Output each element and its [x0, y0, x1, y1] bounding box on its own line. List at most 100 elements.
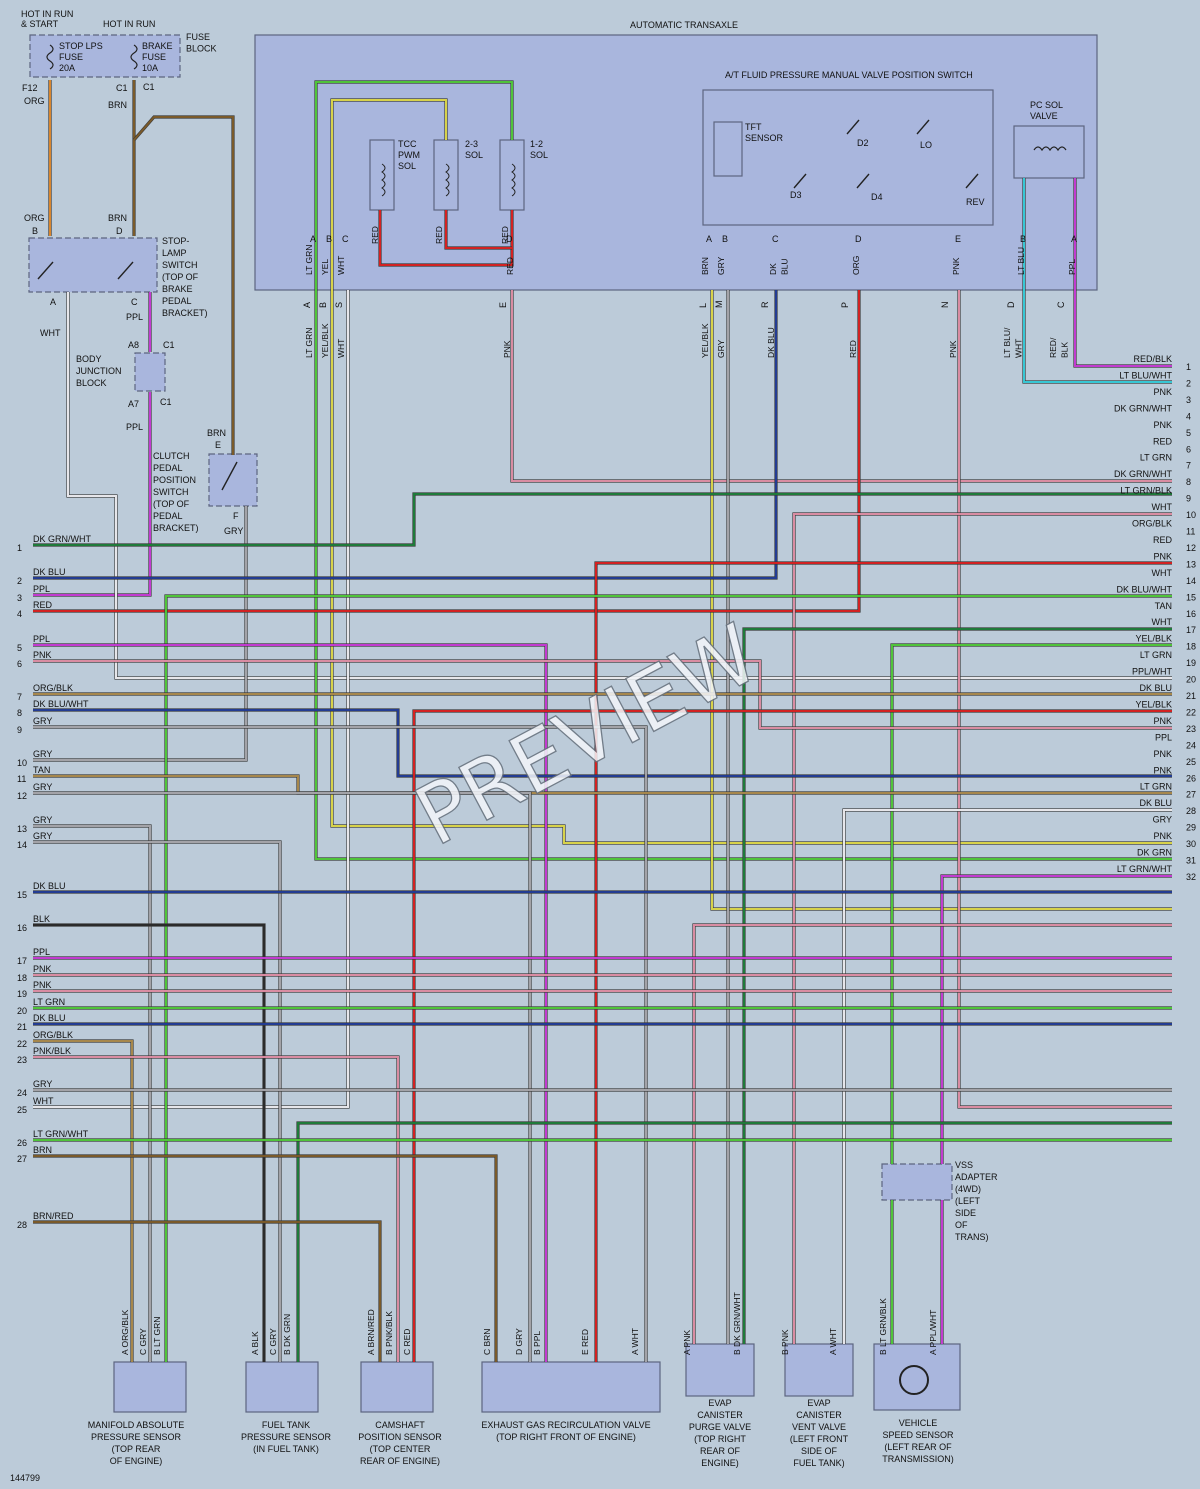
bottom-pin-label: E RED — [580, 1329, 590, 1355]
bottom-pin-label: B LT GRN — [152, 1317, 162, 1355]
transaxle-output-wire-label: PNK — [502, 340, 512, 358]
lo-label: LO — [920, 140, 932, 150]
right-row-wire-label: DK GRN/WHT — [1114, 469, 1172, 479]
bottom-pin-label: A PNK — [682, 1330, 692, 1355]
wire-brn-clutch — [133, 116, 234, 455]
stop-lamp-switch-box — [28, 237, 158, 293]
right-row-wire-label: DK BLU/WHT — [1116, 584, 1172, 594]
left-row-wire-label: ORG/BLK — [33, 683, 73, 693]
right-row-wire-label: PNK — [1153, 749, 1172, 759]
connector-pin-label: B — [318, 302, 328, 308]
right-row-number: 29 — [1186, 823, 1196, 833]
pin-label: E — [215, 440, 221, 450]
left-row-wire-label: DK BLU — [33, 1013, 66, 1023]
bottom-pin-label: D GRY — [514, 1328, 524, 1355]
wire-dkblu-row2-outline — [33, 290, 778, 580]
left-row-number: 10 — [17, 758, 27, 768]
bottom-pin-label: B PNK — [780, 1329, 790, 1355]
left-row-number: 13 — [17, 824, 27, 834]
wire-ltgrn-r7 — [165, 595, 1172, 1362]
c1-connector-label: C1 — [143, 82, 155, 92]
wire-ltgrn-row19 — [315, 290, 1172, 860]
c1-label: C1 — [160, 397, 172, 407]
d4-label: D4 — [871, 192, 883, 202]
connector-pin-label: C — [342, 234, 349, 244]
right-row-wire-label: GRY — [1153, 815, 1172, 825]
left-row-number: 22 — [17, 1039, 27, 1049]
ppl-label: PPL — [126, 312, 143, 322]
switch-contact — [846, 119, 860, 135]
bottom-pin-label: A PPL/WHT — [928, 1310, 938, 1355]
right-row-wire-label: PNK — [1153, 420, 1172, 430]
left-row-wire-label: PNK — [33, 650, 52, 660]
pc-sol-valve-box — [1013, 125, 1085, 179]
wire-ltgrnblk-r9-outline — [890, 643, 1172, 1164]
left-row-wire-label: WHT — [33, 1096, 54, 1106]
right-row-number: 3 — [1186, 395, 1191, 405]
right-row-wire-label: YEL/BLK — [1135, 699, 1172, 709]
left-row-wire-label: GRY — [33, 815, 52, 825]
right-row-number: 14 — [1186, 576, 1196, 586]
wire-red-r6 — [595, 562, 1172, 1362]
wire-brnred-row28 — [33, 1221, 381, 1362]
right-row-number: 19 — [1186, 658, 1196, 668]
left-row-number: 24 — [17, 1088, 27, 1098]
wire-gry-row12 — [33, 792, 531, 1362]
left-row-number: 6 — [17, 659, 22, 669]
left-row-wire-label: BLK — [33, 914, 50, 924]
left-row-wire-label: PPL — [33, 634, 50, 644]
transaxle-output-wire-label: LT GRN — [304, 328, 314, 358]
coil-symbol — [445, 163, 450, 197]
pin-label: D — [116, 226, 123, 236]
wire-red-23 — [445, 210, 512, 249]
wire-red-r12 — [413, 710, 1172, 1362]
right-row-number: 25 — [1186, 757, 1196, 767]
fuse-symbol — [130, 44, 138, 70]
left-row-number: 9 — [17, 725, 22, 735]
wire-brn-row27 — [33, 1155, 497, 1362]
left-row-number: 26 — [17, 1138, 27, 1148]
c1-label: C1 — [116, 83, 128, 93]
transaxle-wire-label: RED — [505, 257, 515, 275]
right-row-wire-label: ORG/BLK — [1132, 519, 1172, 529]
right-row-number: 2 — [1186, 378, 1191, 388]
transaxle-output-wire-label: YEL/BLK — [700, 323, 710, 358]
right-row-number: 11 — [1186, 527, 1195, 537]
left-row-wire-label: DK BLU — [33, 881, 66, 891]
right-row-wire-label: WHT — [1152, 568, 1173, 578]
switch-contact — [916, 119, 930, 135]
wire-pnk-r23 — [693, 924, 1172, 1344]
wire-wht-r17 — [843, 809, 1172, 1344]
left-row-number: 4 — [17, 609, 22, 619]
left-row-wire-label: PPL — [33, 947, 50, 957]
gry-label: GRY — [224, 526, 243, 536]
manual-valve-switch-box — [702, 89, 994, 226]
wire-red-tcc — [379, 210, 513, 266]
right-row-number: 28 — [1186, 806, 1196, 816]
transaxle-output-wire-label: RED — [848, 340, 858, 358]
right-row-wire-label: LT GRN — [1140, 782, 1172, 792]
map-sensor-box — [113, 1361, 187, 1413]
wire-ltblu-pc — [1023, 178, 1172, 383]
left-row-wire-label: DK BLU/WHT — [33, 699, 89, 709]
wire-gry-row14-outline — [33, 840, 282, 1362]
right-row-wire-label: LT GRN — [1140, 453, 1172, 463]
right-row-wire-label: DK BLU — [1139, 798, 1172, 808]
bottom-pin-label: C RED — [402, 1329, 412, 1355]
left-row-number: 5 — [17, 643, 22, 653]
connector-pin-label: E — [498, 302, 508, 308]
pin-label: F — [233, 511, 239, 521]
right-row-wire-label: LT GRN/BLK — [1120, 486, 1172, 496]
right-row-wire-label: LT BLU/WHT — [1119, 370, 1172, 380]
connector-pin-label: B — [326, 234, 332, 244]
right-row-wire-label: PNK — [1153, 831, 1172, 841]
brn-label: BRN — [108, 213, 127, 223]
